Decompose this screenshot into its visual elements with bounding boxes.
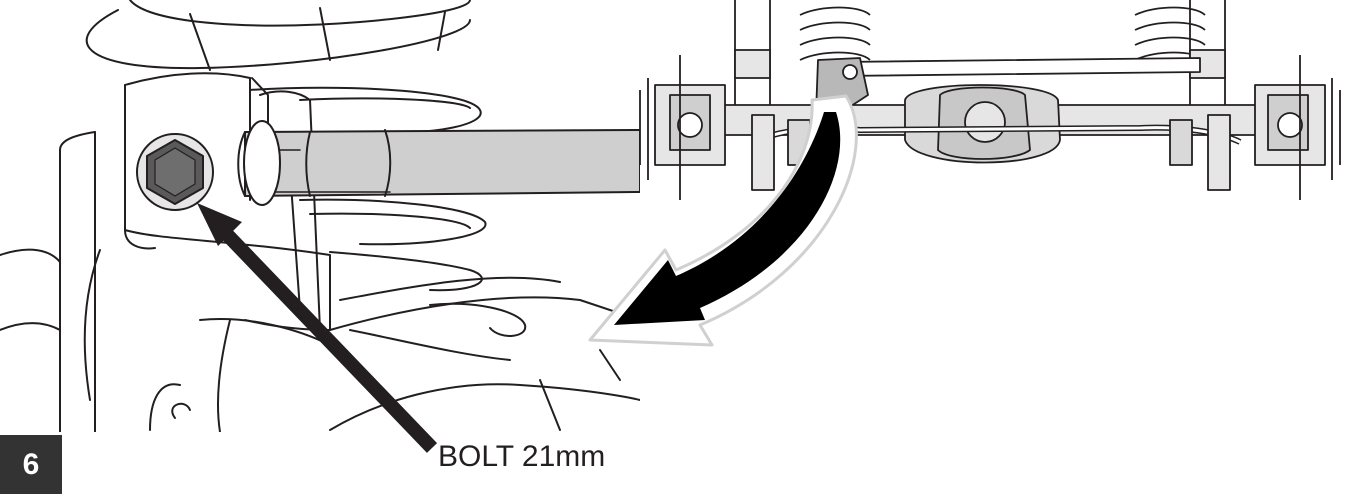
right-wheel-hub xyxy=(1254,55,1341,200)
bolt-size-label: BOLT 21mm xyxy=(438,440,606,473)
callout-arrow xyxy=(197,203,438,453)
axle-overview xyxy=(639,0,1341,200)
overview-springs xyxy=(734,0,1226,110)
coil-spring xyxy=(85,0,487,292)
tie-rod xyxy=(839,57,1201,77)
detail-view xyxy=(0,0,640,432)
bolt xyxy=(136,133,214,211)
step-number-badge: 6 xyxy=(0,435,62,494)
zoom-arrow xyxy=(588,94,858,347)
track-bar xyxy=(237,120,640,206)
left-wheel-hub xyxy=(639,55,726,200)
differential xyxy=(904,84,1061,164)
